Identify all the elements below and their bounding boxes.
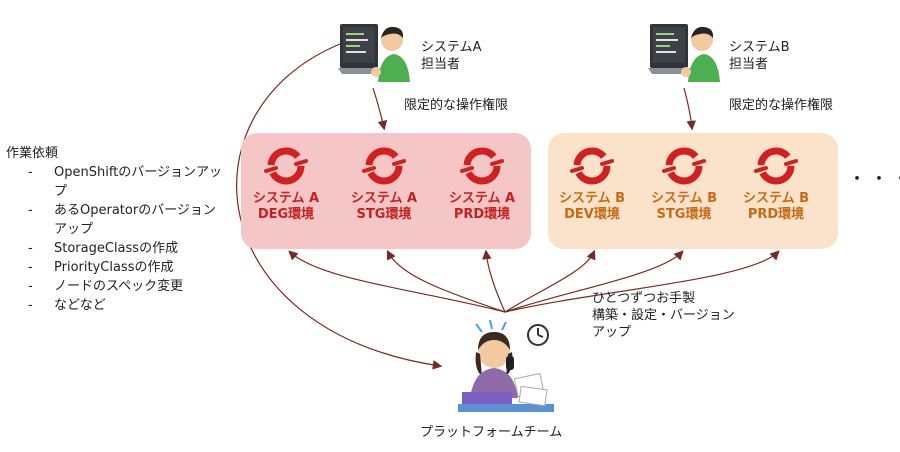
env-stage: STG環境 — [656, 207, 712, 222]
list-item: PriorityClassの作成 — [6, 258, 224, 277]
user-b-role-line2: 担当者 — [729, 57, 769, 72]
env-name: システム A — [448, 191, 516, 206]
handmade-line3: アップ — [592, 325, 632, 340]
task-request-items: OpenShiftのバージョンアップ あるOperatorのバージョンアップ S… — [6, 163, 224, 315]
env-system-a-stg: システム A STG環境 — [336, 143, 432, 223]
openshift-logo-icon — [662, 147, 706, 185]
more-systems-marker: ・・・ — [848, 169, 900, 190]
arrow-team-to-a-stg — [386, 249, 506, 313]
env-stage: PRD環境 — [453, 207, 511, 222]
list-item: StorageClassの作成 — [6, 239, 224, 258]
laptop-user-icon — [648, 22, 720, 88]
list-item: ノードのスペック変更 — [6, 277, 224, 296]
list-item: OpenShiftのバージョンアップ — [6, 163, 224, 201]
user-b-role: システムB 担当者 — [729, 39, 790, 73]
task-request-title: 作業依頼 — [6, 146, 59, 161]
arrow-user-a-to-group-a — [372, 87, 388, 131]
env-stage: DEV環境 — [564, 207, 620, 222]
env-system-b-stg: システム B STG環境 — [636, 143, 732, 223]
list-item: あるOperatorのバージョンアップ — [6, 201, 224, 239]
arrow-team-to-a-prd — [482, 249, 506, 313]
env-system-b-prd: システム B PRD環境 — [728, 143, 824, 223]
openshift-logo-icon — [460, 147, 504, 185]
openshift-logo-icon — [264, 147, 308, 185]
platform-team-label: プラットフォームチーム — [420, 425, 563, 440]
env-name: システム B — [558, 191, 626, 206]
arrow-team-to-b-stg — [504, 250, 684, 313]
list-item: などなど — [6, 296, 224, 315]
arrow-user-b-to-group-b — [683, 87, 696, 131]
env-system-a-deg: システム A DEG環境 — [238, 143, 334, 223]
busy-worker-icon — [456, 318, 556, 420]
env-name: システム B — [742, 191, 810, 206]
env-name: システム B — [650, 191, 718, 206]
env-name: システム A — [350, 191, 418, 206]
env-name: システム A — [252, 191, 320, 206]
user-a-role-line1: システムA — [421, 40, 482, 55]
task-request-list: 作業依頼 OpenShiftのバージョンアップ あるOperatorのバージョン… — [6, 144, 224, 315]
user-a-role-line2: 担当者 — [421, 57, 461, 72]
arrow-team-to-a-deg — [288, 250, 506, 313]
env-system-a-prd: システム A PRD環境 — [434, 143, 530, 223]
user-b-permission: 限定的な操作権限 — [729, 98, 834, 113]
env-stage: DEG環境 — [257, 207, 315, 222]
openshift-logo-icon — [362, 147, 406, 185]
clock-icon — [526, 323, 550, 351]
handmade-line2: 構築・設定・バージョン — [592, 308, 735, 323]
arrow-user-a-to-platform-team — [236, 43, 443, 370]
handmade-note: ひとつずつお手製 構築・設定・バージョン アップ — [592, 290, 735, 341]
user-a-permission: 限定的な操作権限 — [404, 98, 509, 113]
arrow-team-to-b-prd — [504, 250, 780, 313]
arrow-team-to-b-dev — [504, 249, 596, 313]
openshift-logo-icon — [570, 147, 614, 185]
env-stage: PRD環境 — [747, 207, 805, 222]
env-stage: STG環境 — [356, 207, 412, 222]
laptop-user-icon — [338, 22, 410, 88]
user-a-role: システムA 担当者 — [421, 39, 482, 73]
user-b-role-line1: システムB — [729, 40, 790, 55]
handmade-line1: ひとつずつお手製 — [592, 291, 696, 306]
openshift-logo-icon — [754, 147, 798, 185]
env-system-b-dev: システム B DEV環境 — [544, 143, 640, 223]
